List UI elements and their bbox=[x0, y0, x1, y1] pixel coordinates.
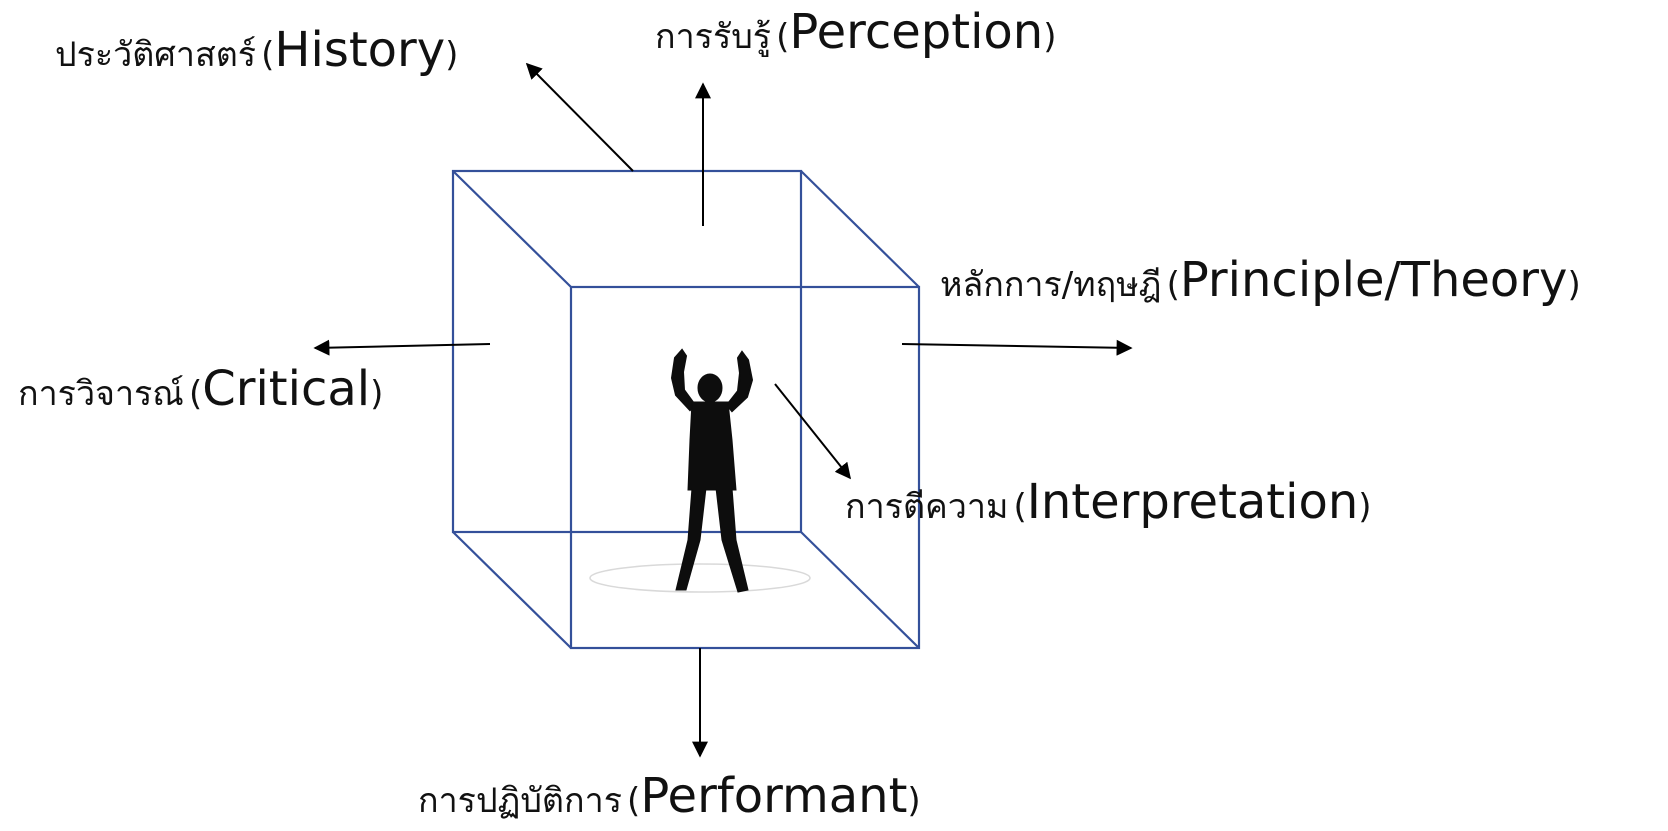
label-history: ประวัติศาสตร์ (History) bbox=[55, 22, 459, 78]
floor-shadow bbox=[589, 563, 811, 593]
label-principle-english: Principle/Theory bbox=[1179, 252, 1568, 308]
label-performant: การปฏิบัติการ (Performant) bbox=[418, 768, 921, 824]
cube-back-face bbox=[451, 169, 803, 534]
label-critical-english: Critical bbox=[202, 361, 371, 417]
label-interpretation-thai: การตีความ bbox=[845, 487, 1009, 527]
arrow-principle bbox=[901, 339, 1133, 356]
label-principle-theory: หลักการ/ทฤษฎี (Principle/Theory) bbox=[940, 252, 1581, 308]
label-interpretation: การตีความ (Interpretation) bbox=[845, 474, 1372, 530]
cube-edge-top-right bbox=[800, 170, 920, 288]
arrow-history bbox=[525, 62, 634, 172]
cube-front-face bbox=[569, 285, 921, 650]
arrow-critical bbox=[313, 339, 491, 356]
label-critical: การวิจารณ์ (Critical) bbox=[18, 361, 384, 417]
label-principle-thai: หลักการ/ทฤษฎี bbox=[940, 265, 1162, 305]
cube-edge-bottom-right bbox=[800, 531, 920, 649]
label-perception-thai: การรับรู้ bbox=[655, 17, 772, 57]
arrow-interpretation bbox=[774, 383, 851, 480]
label-history-english: History bbox=[274, 22, 446, 78]
cube bbox=[451, 169, 921, 650]
label-history-thai: ประวัติศาสตร์ bbox=[55, 35, 257, 75]
label-critical-thai: การวิจารณ์ bbox=[18, 374, 184, 414]
label-perception-english: Perception bbox=[789, 4, 1044, 60]
label-performant-english: Performant bbox=[640, 768, 908, 824]
cube-edge-top-left bbox=[452, 170, 572, 288]
label-performant-thai: การปฏิบัติการ bbox=[418, 781, 622, 821]
label-perception: การรับรู้ (Perception) bbox=[655, 4, 1057, 60]
person-silhouette-icon bbox=[670, 348, 754, 593]
label-interpretation-english: Interpretation bbox=[1026, 474, 1359, 530]
cube-edge-bottom-left bbox=[452, 531, 572, 649]
